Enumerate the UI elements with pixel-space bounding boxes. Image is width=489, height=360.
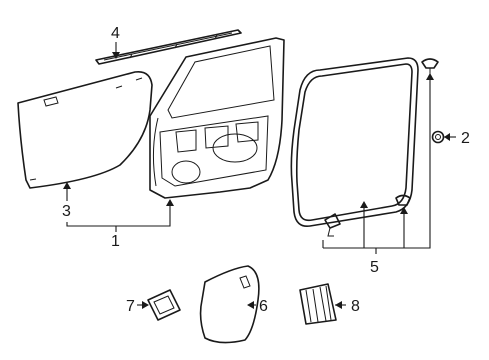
door-glass xyxy=(17,70,153,189)
callout-7: 7 xyxy=(126,298,135,315)
callout-5: 5 xyxy=(370,259,379,276)
callout-1: 1 xyxy=(111,233,120,250)
callout-4: 4 xyxy=(111,25,120,42)
water-shield xyxy=(199,265,260,344)
door-seal xyxy=(290,57,419,228)
belt-weatherstrip xyxy=(95,29,242,65)
clip-bottom xyxy=(324,213,341,237)
callout-3: 3 xyxy=(62,203,71,220)
clip-right xyxy=(395,194,411,206)
clip-icon xyxy=(431,130,445,144)
wire-boot xyxy=(299,283,337,325)
leader-lines xyxy=(63,42,456,309)
clip-top xyxy=(421,58,439,74)
callout-6: 6 xyxy=(259,298,268,315)
access-cover xyxy=(147,289,181,321)
callout-8: 8 xyxy=(351,298,360,315)
door-shell xyxy=(149,37,285,199)
callout-2: 2 xyxy=(461,130,470,147)
